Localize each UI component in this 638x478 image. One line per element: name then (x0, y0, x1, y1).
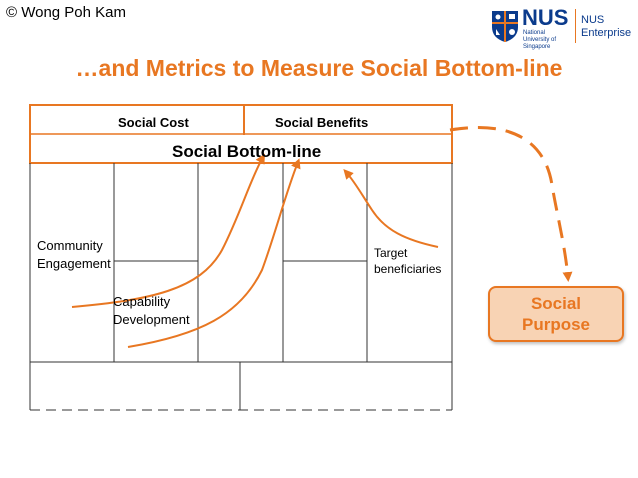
nus-wordmark: NUS (522, 5, 569, 30)
social-purpose-box: Social Purpose (488, 286, 624, 342)
capability-label-line2: Development (113, 312, 190, 327)
purpose-line2: Purpose (521, 315, 591, 334)
target-label-line1: Target (374, 246, 408, 260)
copyright-text: © Wong Poh Kam (6, 4, 126, 21)
page-title: …and Metrics to Measure Social Bottom-li… (75, 55, 563, 81)
social-cost-label: Social Cost (118, 115, 189, 130)
nus-subtitle: National University of Singapore (523, 30, 557, 50)
community-label-line1: Community (37, 238, 103, 253)
nus-enterprise-label: NUS Enterprise (581, 14, 631, 40)
nus-crest-icon (492, 11, 518, 42)
beneficiaries-arrow (343, 169, 439, 248)
capability-label-line1: Capability (113, 294, 171, 309)
community-label-line2: Engagement (37, 256, 111, 271)
logo-divider (575, 9, 576, 43)
canvas-grid (29, 163, 453, 411)
social-bottom-line-label: Social Bottom-line (172, 142, 321, 161)
target-label-line2: beneficiaries (374, 262, 441, 276)
purpose-dashed-arrow (449, 125, 573, 282)
purpose-line1: Social (530, 294, 582, 313)
capability-arrow (127, 158, 301, 348)
social-benefits-label: Social Benefits (275, 115, 368, 130)
enterprise-line1: NUS (581, 14, 605, 26)
nus-enterprise-logo: NUS National University of Singapore NUS… (490, 5, 632, 50)
community-arrow (71, 153, 265, 308)
enterprise-line2: Enterprise (581, 27, 632, 39)
